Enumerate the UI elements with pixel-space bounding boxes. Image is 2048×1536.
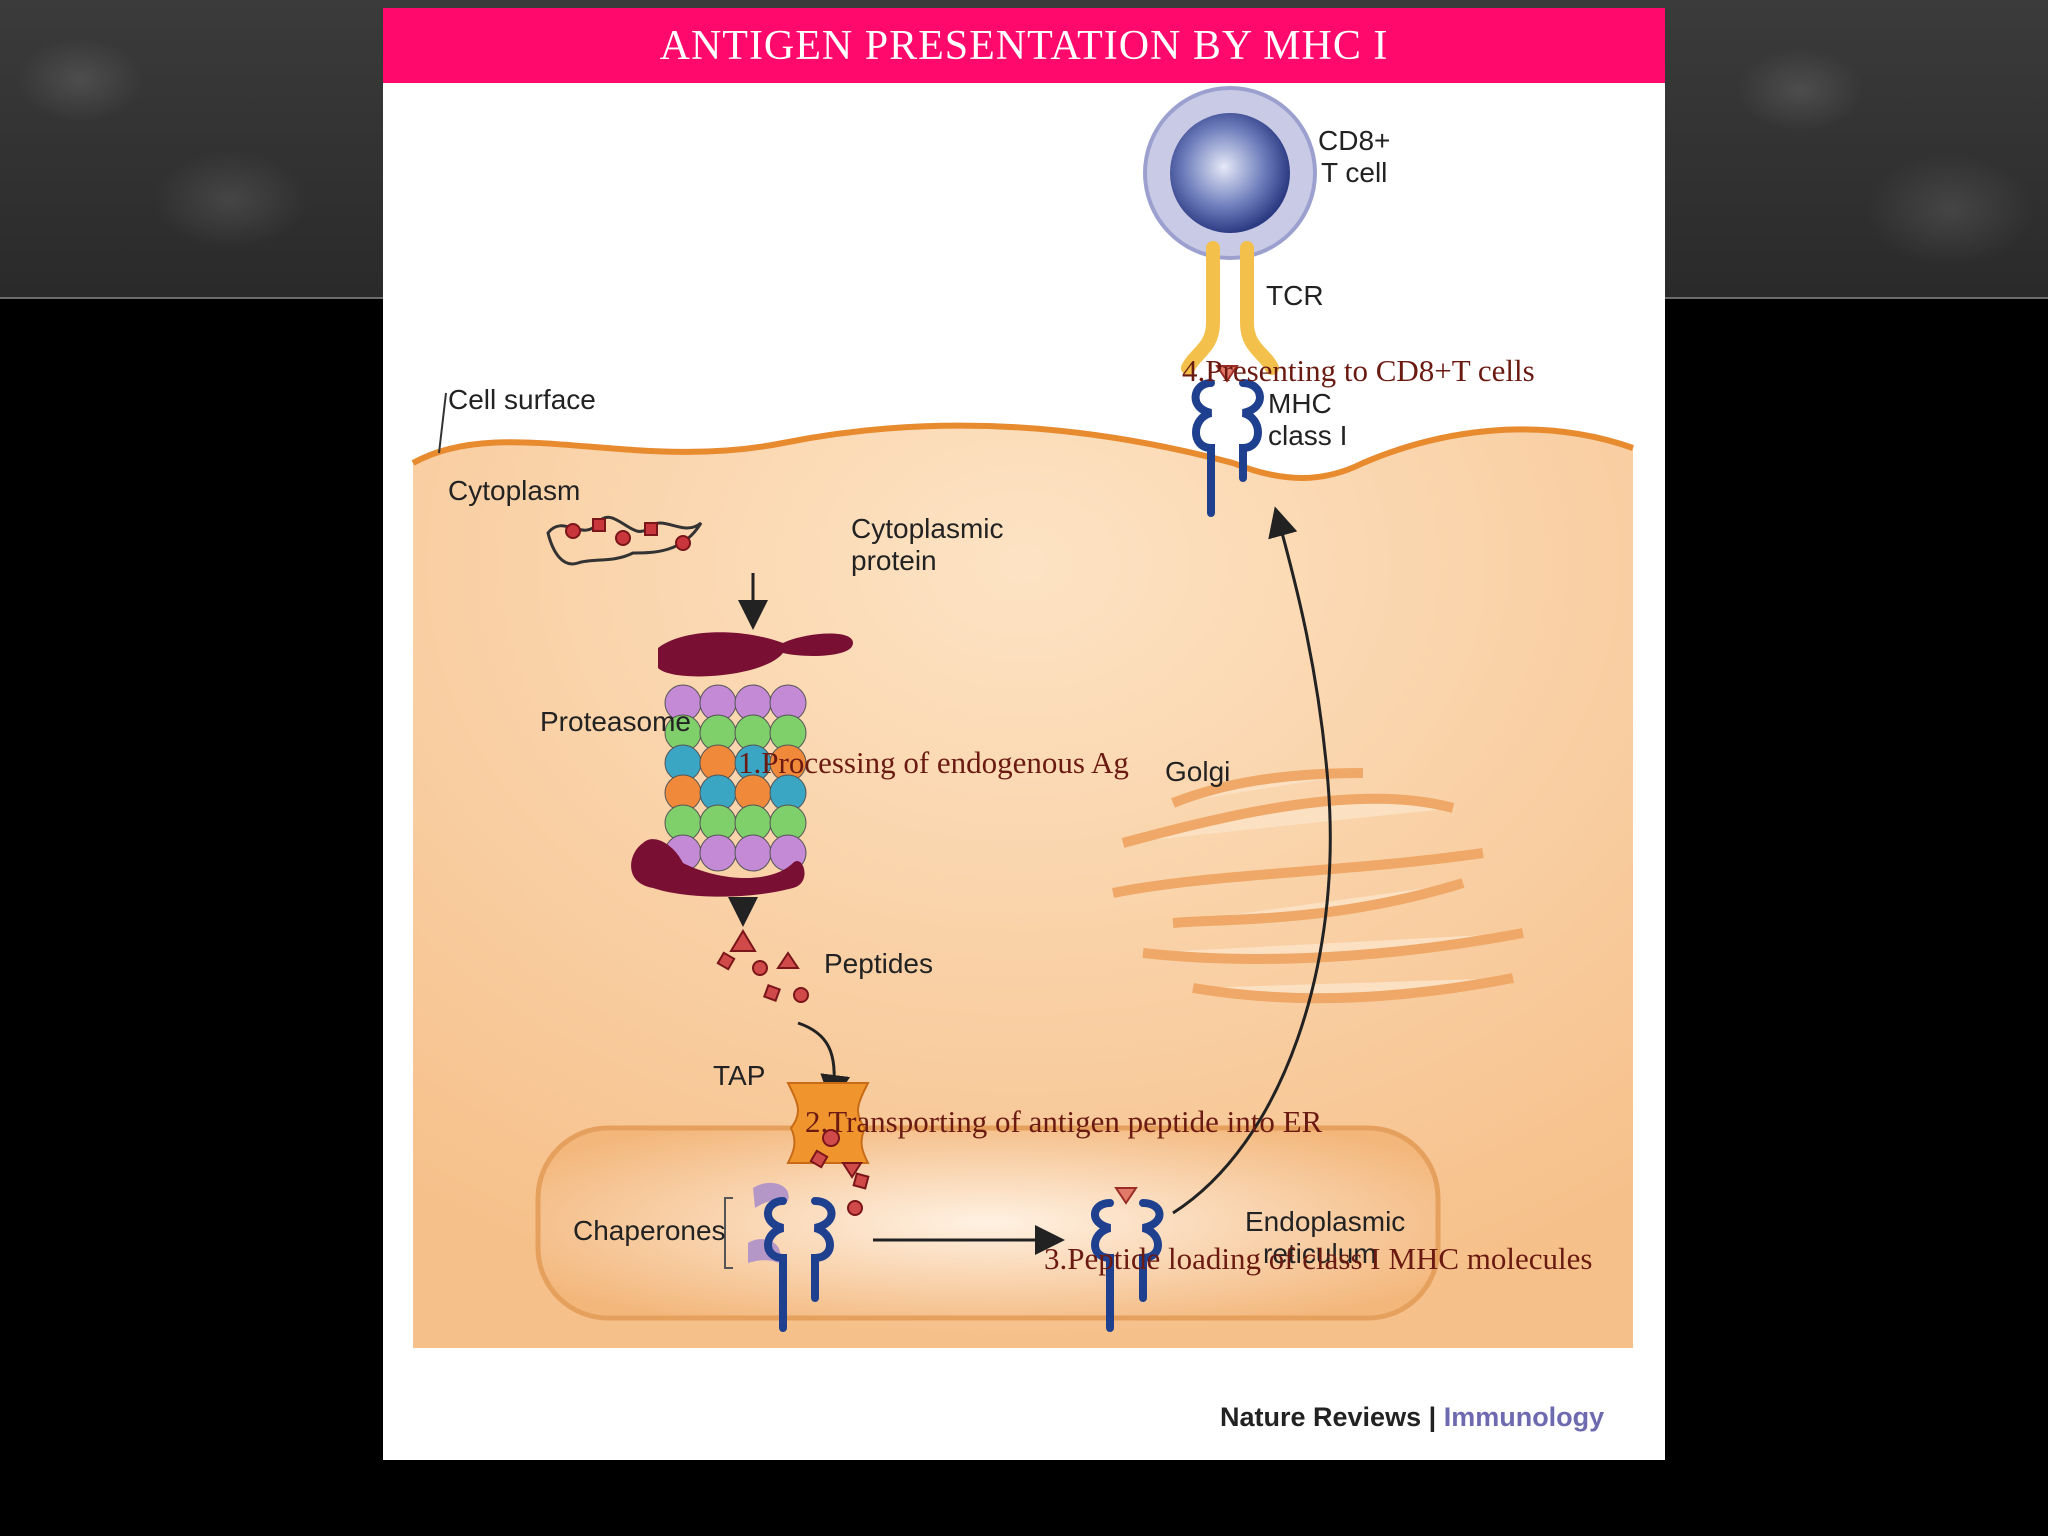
credit-separator: | <box>1428 1402 1437 1432</box>
protein-residues <box>565 518 691 551</box>
t-cell-nucleus <box>1170 113 1290 233</box>
arrow-peptides-to-tap <box>797 1021 851 1105</box>
label-tap: TAP <box>713 1060 765 1091</box>
label-chaperones: Chaperones <box>573 1215 726 1246</box>
label-protein: protein <box>851 545 937 576</box>
mhc-empty-er <box>764 1197 836 1332</box>
tap-transporter <box>786 1082 870 1164</box>
label-tcr: TCR <box>1266 280 1324 311</box>
mhc-peptide-surface <box>1215 365 1239 383</box>
cell-surface-pointer <box>438 392 447 454</box>
label-cd8: CD8+ <box>1318 125 1390 156</box>
mhc-loaded-peptide <box>1114 1187 1138 1205</box>
figure-credit: Nature Reviews | Immunology <box>1220 1402 1604 1433</box>
peptides-in-er <box>809 1129 870 1216</box>
proteasome <box>631 632 853 897</box>
label-cytoplasm: Cytoplasm <box>448 475 580 506</box>
label-cell-surface: Cell surface <box>448 384 596 415</box>
label-t-cell: T cell <box>1321 157 1387 188</box>
label-class-i: class I <box>1268 420 1347 451</box>
label-peptides: Peptides <box>824 948 933 979</box>
tcr-receptor <box>1181 241 1279 375</box>
slide-title: ANTIGEN PRESENTATION BY MHC I <box>383 8 1665 83</box>
label-mhc: MHC <box>1268 388 1332 419</box>
step-2-label: 2.Transporting of antigen peptide into E… <box>805 1104 1323 1139</box>
golgi-apparatus <box>1112 768 1524 1004</box>
step-3-label: 3.Peptide loading of class I MHC molecul… <box>1044 1241 1593 1276</box>
cell-membrane <box>411 422 1634 481</box>
step-4-label: 4.Presenting to CD8+T cells <box>1182 353 1535 388</box>
credit-source: Nature Reviews <box>1220 1402 1422 1432</box>
label-cytoplasmic: Cytoplasmic <box>851 513 1003 544</box>
arrow-er-to-surface <box>1172 506 1332 1215</box>
antigen-presentation-diagram: CD8+ T cell TCR Cell surface Cytoplasm M… <box>411 86 1634 1349</box>
credit-journal: Immunology <box>1443 1402 1605 1432</box>
label-proteasome: Proteasome <box>540 706 691 737</box>
label-reticulum: reticulum <box>1263 1238 1377 1269</box>
mhc-class-i-surface <box>1191 379 1264 517</box>
label-endoplasmic: Endoplasmic <box>1245 1206 1405 1237</box>
mhc-loaded-er <box>1091 1199 1164 1332</box>
step-1-label: 1.Processing of endogenous Ag <box>738 745 1129 780</box>
endoplasmic-reticulum <box>535 1125 1441 1321</box>
peptide-fragments <box>716 929 809 1003</box>
label-golgi: Golgi <box>1165 756 1230 787</box>
